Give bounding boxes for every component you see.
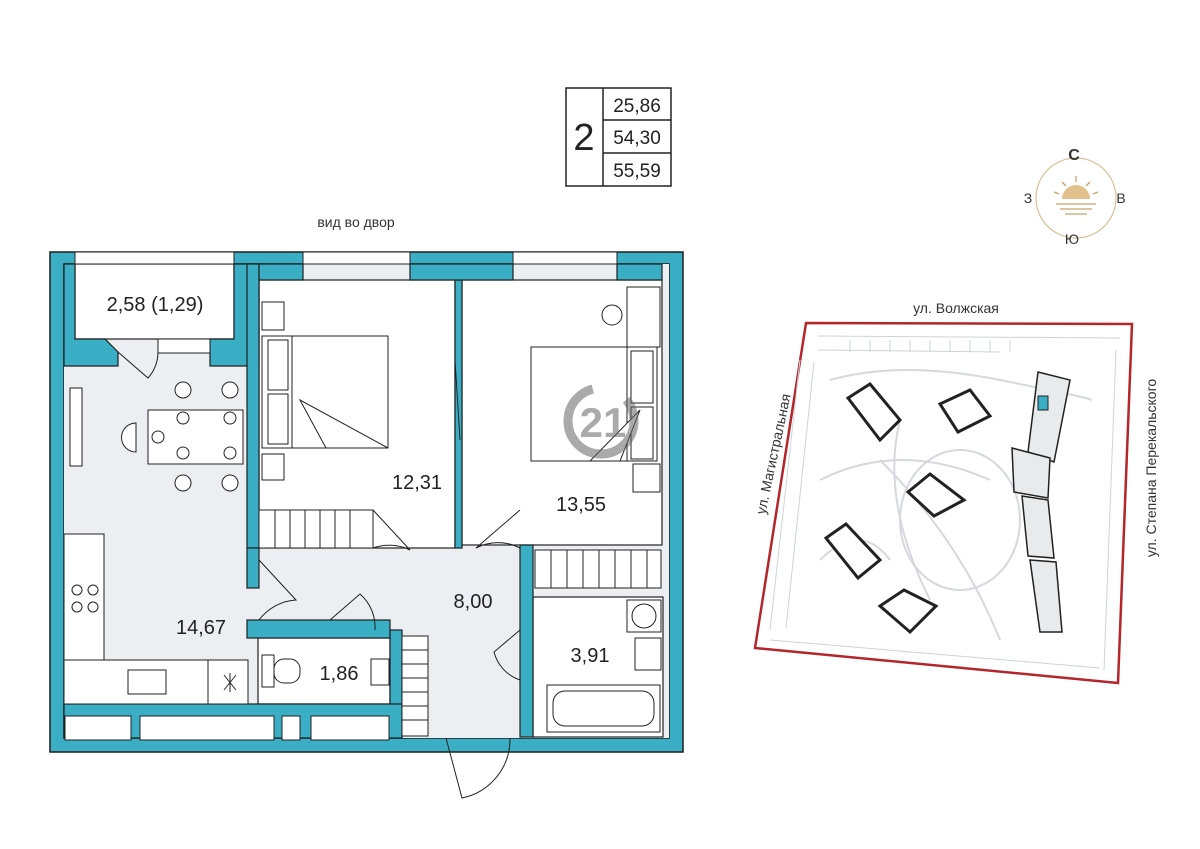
view-label: вид во двор — [317, 214, 395, 230]
bathroom-fixtures — [546, 599, 662, 733]
windows — [74, 251, 618, 354]
doors — [117, 351, 521, 799]
dining-table — [69, 381, 244, 492]
bottom-window-slots — [64, 715, 390, 741]
bed-left — [258, 301, 389, 549]
parking-strips — [769, 335, 1121, 671]
street-top-label: ул. Волжская — [913, 300, 999, 316]
site-map: ул. Волжская ул. Магистральная ул. Степа… — [753, 300, 1159, 685]
balcony-area — [74, 263, 235, 340]
bathroom-area-label: 3,91 — [571, 645, 610, 667]
compass-south: Ю — [1065, 231, 1079, 247]
compass-north: С — [1068, 147, 1080, 164]
total-area-value: 54,30 — [613, 128, 661, 149]
wc-fixtures — [261, 654, 390, 688]
compass-rose: С З В Ю — [1024, 147, 1126, 247]
balcony-area-label: 2,58 (1,29) — [107, 294, 204, 316]
hallway-area-label: 8,00 — [454, 591, 493, 613]
residential-buildings — [823, 382, 993, 635]
street-right-label: ул. Степана Перекальского — [1143, 379, 1159, 558]
agency-logo-text: 21 — [580, 399, 627, 446]
total-area-with-balcony-value: 55,59 — [613, 161, 661, 182]
compass-east: В — [1116, 190, 1125, 206]
bedroom-right-area-label: 13,55 — [556, 494, 606, 516]
living-area-value: 25,86 — [613, 96, 661, 117]
sun-icon — [1053, 176, 1099, 215]
apartment-plan: 2,58 (1,29) 12,31 13,55 14,67 8,00 1,86 … — [49, 251, 684, 799]
agency-logo-watermark: 21 — [563, 383, 639, 459]
compass-ring — [1035, 157, 1117, 239]
rooms-count: 2 — [573, 117, 594, 159]
kitchen-area-label: 14,67 — [176, 617, 226, 639]
area-summary-box: 2 25,86 54,30 55,59 — [565, 87, 672, 187]
wc-area-label: 1,86 — [320, 663, 359, 685]
hall-wardrobe — [401, 635, 429, 737]
compass-west: З — [1024, 190, 1032, 206]
target-building-marker — [1037, 395, 1049, 411]
target-building — [1011, 371, 1071, 633]
kitchen-set — [63, 533, 249, 705]
bedroom-left-area-label: 12,31 — [392, 472, 442, 494]
